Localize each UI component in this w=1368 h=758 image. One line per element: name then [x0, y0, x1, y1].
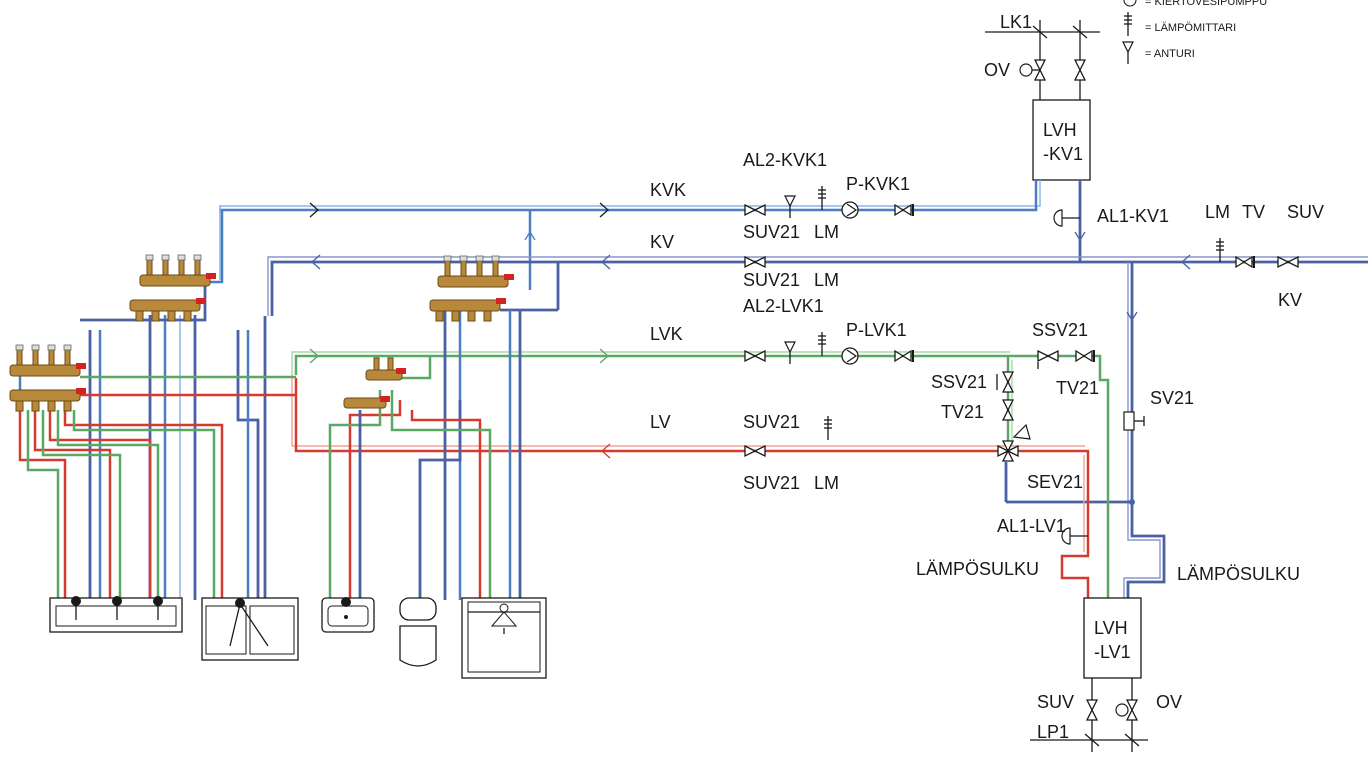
tv-kv-label: TV: [1242, 202, 1265, 222]
sv21-icon: [1123, 411, 1135, 431]
sv21-label: SV21: [1150, 388, 1194, 408]
kv-line-label: KV: [650, 232, 674, 252]
triple-sink: [49, 596, 183, 633]
legend-sensor-label: = ANTURI: [1145, 48, 1195, 60]
tv21-right-label: TV21: [1056, 378, 1099, 398]
ov-bottom-actuator-icon: [1115, 703, 1129, 717]
ov-top-label: OV: [984, 60, 1010, 80]
manifold-mid-upper: [139, 254, 217, 287]
legend: = KIERTOVESIPUMPPU = LÄMPÖMITTARI = ANTU…: [1122, 0, 1267, 65]
kv-line: KV AL1-KV1 LM TV SUV SUV21 LM KV: [267, 180, 1368, 316]
lm-kv-label: LM: [1205, 202, 1230, 222]
lv-line: LV SUV21 SUV21 LM SEV21 AL1-LV1 LÄMPÖSUL…: [291, 375, 1090, 598]
suv21-lv-label: SUV21: [743, 473, 800, 493]
washbasin: [321, 597, 375, 633]
manifold-center-lower: [429, 297, 507, 322]
shower: [461, 597, 547, 679]
al1-kv1-label: AL1-KV1: [1097, 206, 1169, 226]
lm-kvk-label: LM: [814, 222, 839, 242]
sensor-al1-kv1-icon: [1053, 209, 1063, 227]
mid-distribution: [328, 255, 522, 600]
heater-kv1-group: LK1 OV LVH -KV1: [984, 12, 1100, 181]
sensor-al1-lv1-icon: [1061, 527, 1071, 545]
lp1-label: LP1: [1037, 722, 1069, 742]
al2-kvk1-label: AL2-KVK1: [743, 150, 827, 170]
double-sink: [201, 597, 299, 661]
lk1-label: LK1: [1000, 12, 1032, 32]
kvk-label: KVK: [650, 180, 686, 200]
toilet: [399, 597, 437, 667]
left-distribution: [9, 254, 296, 600]
heater-lv1-box: [1083, 597, 1142, 679]
manifold-left-lower: [9, 387, 87, 412]
meter-lv-icon: [823, 415, 833, 441]
kvk-line: KVK AL2-KVK1 P-KVK1 SUV21 LM: [205, 150, 1041, 290]
heater-kv1-box: [1032, 99, 1091, 181]
lvk-label: LVK: [650, 324, 683, 344]
heater-lv1-group: LVH -LV1 SUV OV LP1: [1030, 597, 1182, 752]
p-kvk1-label: P-KVK1: [846, 174, 910, 194]
lvk-line: LVK AL2-LVK1 P-LVK1 SSV21 SSV21 TV21 TV2…: [291, 296, 1110, 598]
legend-meter-label: = LÄMPÖMITTARI: [1145, 22, 1236, 34]
p-lvk1-label: P-LVK1: [846, 320, 907, 340]
suv21-lv-top-label: SUV21: [743, 412, 800, 432]
sensor-al2-lvk1-icon: [784, 341, 796, 365]
manifold-small-upper: [365, 357, 406, 381]
lamposulku-left-label: LÄMPÖSULKU: [916, 559, 1039, 579]
lv-label: LV: [650, 412, 671, 432]
suv21-kv-label: SUV21: [743, 270, 800, 290]
tv21-left-label: TV21: [941, 402, 984, 422]
sensor-legend-icon: [1122, 41, 1134, 65]
pump-legend-icon: [1123, 0, 1137, 7]
meter-kv-icon: [1215, 237, 1225, 263]
manifold-small-lower: [343, 396, 390, 409]
sev21-mixing-valve-icon: [997, 423, 1031, 462]
ov-actuator-icon: [1019, 63, 1033, 77]
sev21-label: SEV21: [1027, 472, 1083, 492]
legend-pump-label: = KIERTOVESIPUMPPU: [1145, 0, 1267, 8]
suv21-kvk-label: SUV21: [743, 222, 800, 242]
manifold-left-upper: [9, 344, 87, 377]
lm-lv-label: LM: [814, 473, 839, 493]
lvh-lv1-label: LVH: [1094, 618, 1128, 638]
lvh-lv1-label-2: -LV1: [1094, 642, 1131, 662]
fixtures: [49, 596, 547, 679]
pump-p-lvk1-icon: [841, 347, 859, 365]
al2-lvk1-label: AL2-LVK1: [743, 296, 824, 316]
pump-p-kvk1-icon: [841, 201, 859, 219]
lvh-kv1-label: LVH: [1043, 120, 1077, 140]
al1-lv1-label: AL1-LV1: [997, 516, 1066, 536]
kv-branch-right: SV21 LÄMPÖSULKU: [1006, 262, 1300, 598]
suv-bottom-label: SUV: [1037, 692, 1074, 712]
suv-kv-label: SUV: [1287, 202, 1324, 222]
ssv21-top-label: SSV21: [1032, 320, 1088, 340]
lvh-kv1-label-2: -KV1: [1043, 144, 1083, 164]
ov-bottom-label: OV: [1156, 692, 1182, 712]
lm-kv-label-2: LM: [814, 270, 839, 290]
lamposulku-right-label: LÄMPÖSULKU: [1177, 564, 1300, 584]
kv-right-label: KV: [1278, 290, 1302, 310]
meter-legend-icon: [1123, 11, 1133, 37]
ssv21-left-label: SSV21: [931, 372, 987, 392]
sensor-al2-kvk1-icon: [784, 195, 796, 219]
